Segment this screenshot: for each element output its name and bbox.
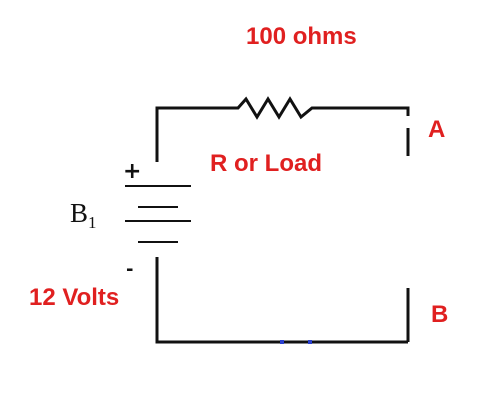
resistor-value-label: 100 ohms bbox=[246, 23, 357, 50]
wire-marker-1 bbox=[280, 340, 284, 344]
wire-marker-2 bbox=[308, 340, 312, 344]
battery-name-label: B1 bbox=[70, 198, 97, 232]
terminal-b-label: B bbox=[431, 301, 448, 328]
battery-subscript: 1 bbox=[88, 213, 97, 232]
terminal-a-label: A bbox=[428, 116, 445, 143]
battery-positive-sign: + bbox=[123, 159, 141, 184]
battery-name: B bbox=[70, 198, 88, 228]
battery-negative-sign: - bbox=[126, 259, 133, 280]
bottom-wire bbox=[155, 257, 408, 344]
battery-voltage-label: 12 Volts bbox=[29, 284, 119, 311]
top-wire-with-resistor bbox=[155, 96, 410, 162]
resistor-name-label: R or Load bbox=[210, 150, 322, 177]
